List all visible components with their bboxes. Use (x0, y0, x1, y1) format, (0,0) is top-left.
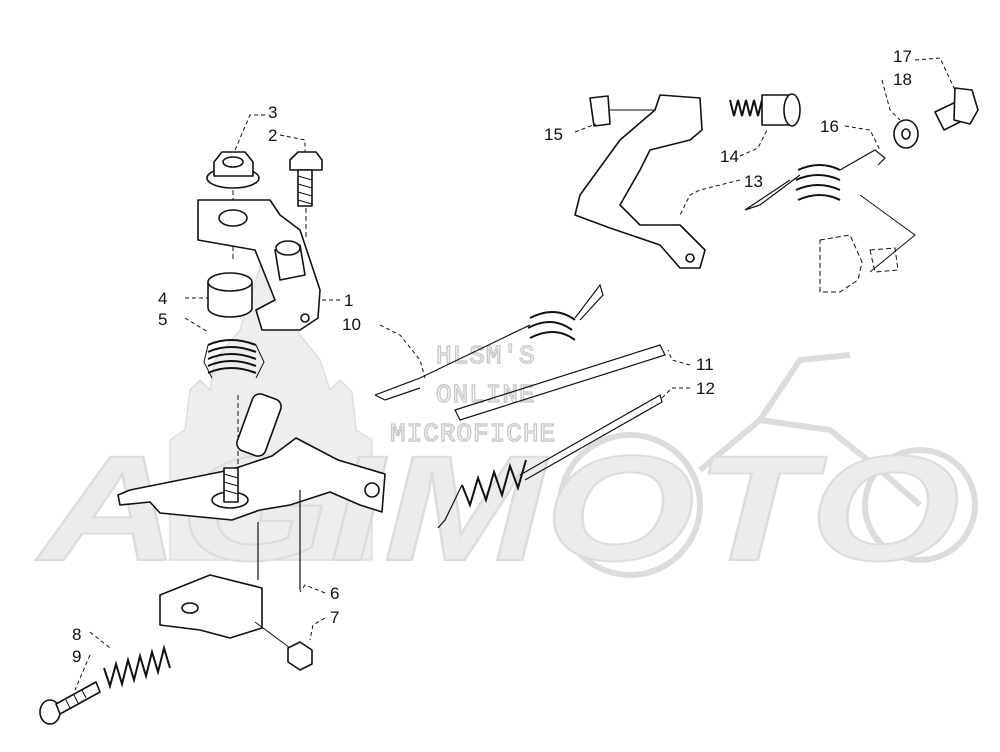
bolt-part-7 (254, 621, 313, 671)
callout-labels: 1 2 3 4 5 6 7 8 9 10 11 12 13 14 15 16 1… (72, 47, 912, 666)
callout-10: 10 (342, 315, 361, 334)
callout-6: 6 (330, 584, 339, 603)
right-assembly (574, 87, 979, 293)
screw-part-2 (289, 151, 323, 207)
compression-spring-part (103, 644, 171, 690)
left-assembly (39, 151, 386, 725)
watermark-motorcycle-icon (557, 352, 978, 578)
watermark-line-1: HLSM'S (436, 341, 536, 371)
callout-13: 13 (744, 172, 763, 191)
bolt-part-17 (934, 87, 979, 131)
callout-8: 8 (72, 625, 81, 644)
callout-11: 11 (696, 355, 714, 374)
torsion-spring-part (203, 339, 265, 379)
arm-part (574, 94, 706, 269)
cap-part (589, 95, 611, 127)
watermark-line-3: MICROFICHE (390, 419, 556, 449)
callout-7: 7 (330, 608, 339, 627)
callout-4: 4 (158, 289, 167, 308)
pin-spring-part (729, 93, 801, 127)
washer-part (893, 119, 919, 149)
extension-spring-part-12 (437, 394, 663, 529)
callout-2: 2 (268, 126, 277, 145)
middle-assembly (374, 283, 666, 529)
callout-16: 16 (820, 117, 839, 136)
leader-lines (74, 57, 956, 691)
extension-spring-part-10 (374, 283, 604, 401)
callout-3: 3 (268, 103, 277, 122)
callout-15: 15 (544, 125, 563, 144)
callout-5: 5 (158, 310, 167, 329)
callout-18: 18 (893, 70, 912, 89)
callout-12: 12 (696, 379, 715, 398)
return-spring-part (744, 149, 886, 211)
screw-part-9 (39, 681, 101, 725)
mounting-bracket-context (819, 194, 916, 293)
callout-1: 1 (344, 291, 353, 310)
callout-9: 9 (72, 647, 81, 666)
lever-plate-part (117, 393, 386, 639)
watermark: AGIMOTO HLSM'S ONLINE MICROFICHE (34, 199, 978, 593)
bracket-part (197, 199, 321, 331)
flange-nut-part (206, 151, 260, 189)
bushing-part (207, 272, 253, 318)
rod-part-11 (454, 344, 666, 421)
callout-17: 17 (893, 47, 912, 66)
watermark-line-2: ONLINE (436, 380, 536, 410)
callout-14: 14 (720, 147, 739, 166)
